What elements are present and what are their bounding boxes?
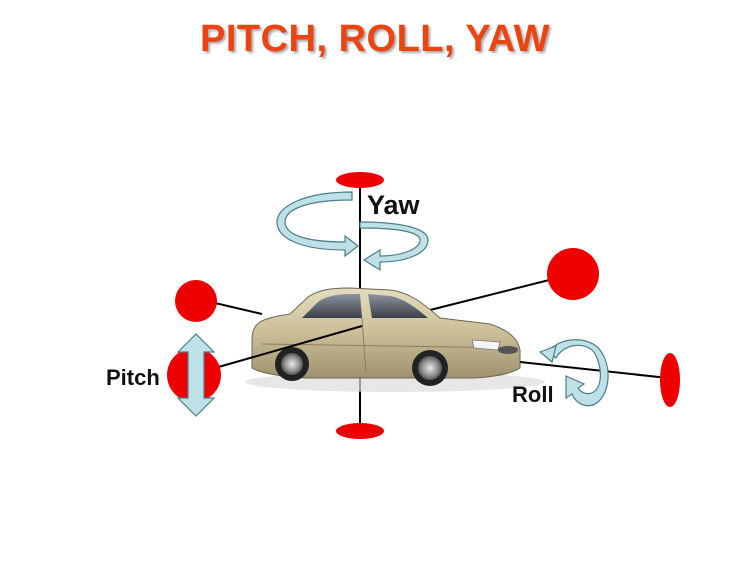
yaw-rotation-arrow bbox=[276, 191, 429, 272]
roll-axis-rear-line bbox=[214, 302, 263, 315]
pitch-label: Pitch bbox=[106, 365, 160, 390]
slide-title: PITCH, ROLL, YAW bbox=[199, 18, 551, 60]
roll-right-marker bbox=[660, 353, 680, 407]
car-image bbox=[245, 287, 545, 392]
yaw-label: Yaw bbox=[367, 190, 421, 220]
pitch-left-upper-marker bbox=[175, 280, 217, 322]
yaw-top-marker bbox=[336, 172, 384, 188]
roll-rotation-arrow bbox=[538, 339, 609, 407]
pitch-right-marker bbox=[547, 248, 599, 300]
pitch-rotation-arrow bbox=[176, 333, 216, 417]
roll-axis-line bbox=[519, 361, 669, 379]
axis-lines-front bbox=[214, 325, 669, 379]
pitch-axis-line bbox=[214, 325, 363, 369]
axis-markers bbox=[167, 172, 680, 439]
roll-label: Roll bbox=[512, 382, 554, 407]
yaw-bottom-marker bbox=[336, 423, 384, 439]
